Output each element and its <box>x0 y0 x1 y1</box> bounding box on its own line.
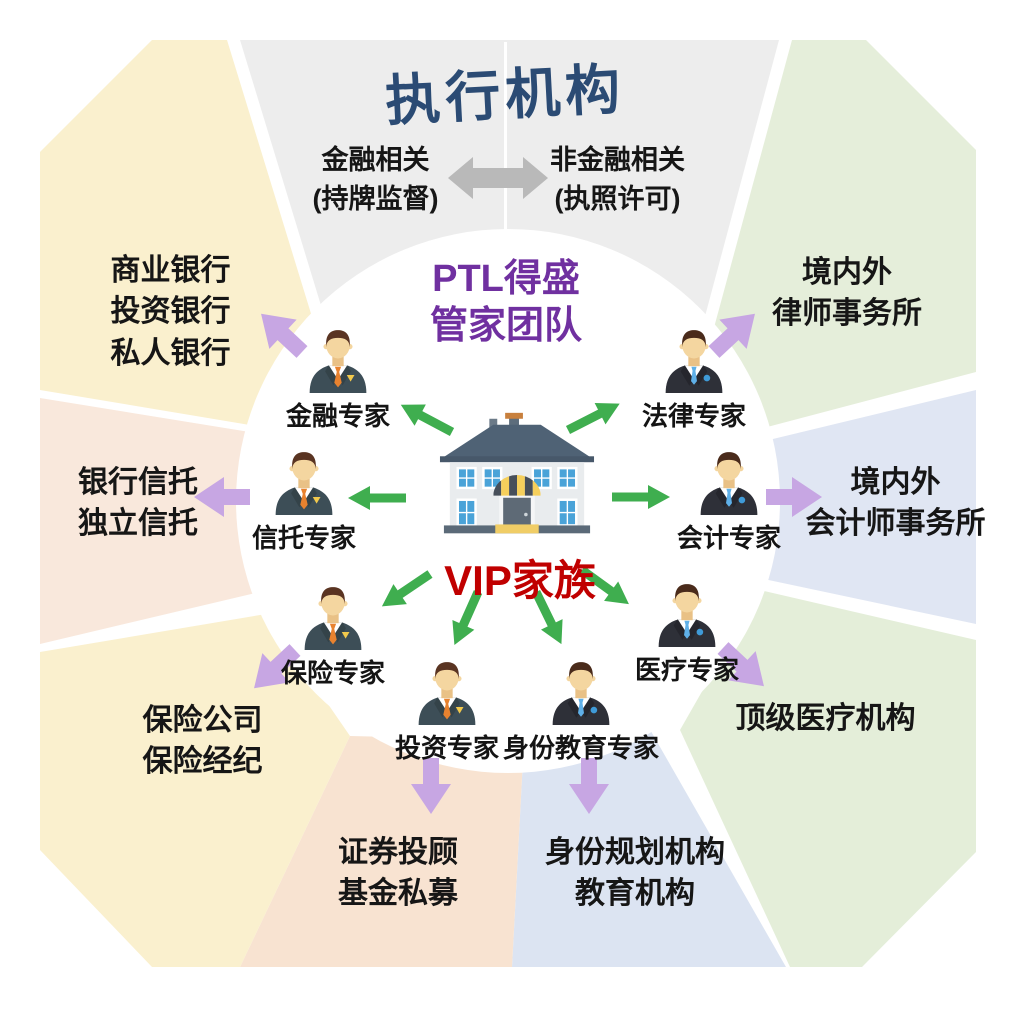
businessman-icon <box>418 662 476 725</box>
label-non-financial-related-line2: (执照许可) <box>554 184 681 215</box>
label-identity-planning-line1: 身份规划机构 <box>545 836 725 869</box>
team-title-line2: 管家团队 <box>429 305 582 348</box>
label-accounting-firms: 境内外 会计师事务所 <box>788 462 1003 545</box>
label-financial-related: 金融相关 (持牌监督) <box>268 141 483 219</box>
label-identity-planning: 身份规划机构 教育机构 <box>525 832 745 915</box>
expert-trust: 信托专家 <box>229 448 379 555</box>
label-non-financial-related: 非金融相关 (执照许可) <box>505 141 730 219</box>
segment-divider <box>504 42 507 238</box>
label-banks: 商业银行 投资银行 私人银行 <box>58 250 283 374</box>
businessman-icon <box>658 584 716 647</box>
segment-insurance-companies <box>40 614 350 967</box>
label-securities-line2: 基金私募 <box>338 877 458 911</box>
segment-banks <box>40 40 332 428</box>
label-law-firms-line1: 境内外 <box>802 256 892 289</box>
label-medical-institutions-line1: 顶级医疗机构 <box>735 702 916 735</box>
label-securities: 证券投顾 基金私募 <box>293 832 503 915</box>
vip-family-label: VIP家族 <box>444 557 596 604</box>
label-securities-line1: 证券投顾 <box>338 836 458 869</box>
expert-accounting-label: 会计专家 <box>676 523 781 553</box>
segment-law-firms <box>712 40 976 432</box>
expert-legal-label: 法律专家 <box>641 401 746 431</box>
expert-accounting: 会计专家 <box>654 448 804 555</box>
businessman-icon <box>552 662 610 725</box>
label-banks-line3: 私人银行 <box>110 336 231 370</box>
expert-investment: 投资专家 <box>372 658 522 765</box>
house-icon <box>439 412 595 534</box>
label-accounting-firms-line1: 境内外 <box>850 466 941 499</box>
segment-accounting-firms <box>740 390 976 624</box>
label-trust-companies-line2: 独立信托 <box>78 507 198 541</box>
label-financial-related-line1: 金融相关 <box>321 145 430 175</box>
gray-arrow-left-icon <box>448 157 501 199</box>
label-medical-institutions: 顶级医疗机构 <box>718 698 933 739</box>
expert-insurance: 保险专家 <box>258 583 408 690</box>
label-insurance-companies-line2: 保险经纪 <box>142 745 263 779</box>
label-insurance-companies-line1: 保险公司 <box>142 704 263 737</box>
businessman-icon <box>665 330 723 393</box>
businessman-icon <box>304 587 362 650</box>
team-title: PTL得盛 管家团队 <box>351 256 661 350</box>
expert-investment-label: 投资专家 <box>394 733 499 763</box>
businessman-icon <box>309 330 367 393</box>
label-trust-companies: 银行信托 独立信托 <box>33 462 243 545</box>
expert-legal: 法律专家 <box>619 326 769 433</box>
label-trust-companies-line1: 银行信托 <box>78 466 198 499</box>
expert-identity-education-label: 身份教育专家 <box>502 733 659 763</box>
label-non-financial-related-line1: 非金融相关 <box>550 145 685 175</box>
segment-trust-companies <box>40 398 268 644</box>
segment-securities <box>240 736 524 967</box>
label-banks-line1: 商业银行 <box>110 254 231 287</box>
label-law-firms: 境内外 律师事务所 <box>737 252 957 335</box>
expert-finance-label: 金融专家 <box>285 401 390 431</box>
expert-medical: 医疗专家 <box>612 580 762 687</box>
expert-insurance-label: 保险专家 <box>280 658 385 688</box>
businessman-icon <box>700 452 758 515</box>
label-insurance-companies: 保险公司 保险经纪 <box>95 700 310 783</box>
expert-medical-label: 医疗专家 <box>634 655 739 685</box>
label-banks-line2: 投资银行 <box>110 295 231 329</box>
label-identity-planning-line2: 教育机构 <box>575 877 695 911</box>
label-financial-related-line2: (持牌监督) <box>312 184 439 215</box>
businessman-icon <box>275 452 333 515</box>
expert-trust-label: 信托专家 <box>251 523 356 553</box>
expert-identity-education: 身份教育专家 <box>491 658 671 765</box>
team-title-line1: PTL得盛 <box>432 258 580 300</box>
label-law-firms-line2: 律师事务所 <box>772 297 922 331</box>
expert-finance: 金融专家 <box>263 326 413 433</box>
gray-arrow-right-icon <box>495 157 548 199</box>
label-accounting-firms-line2: 会计师事务所 <box>805 507 986 541</box>
